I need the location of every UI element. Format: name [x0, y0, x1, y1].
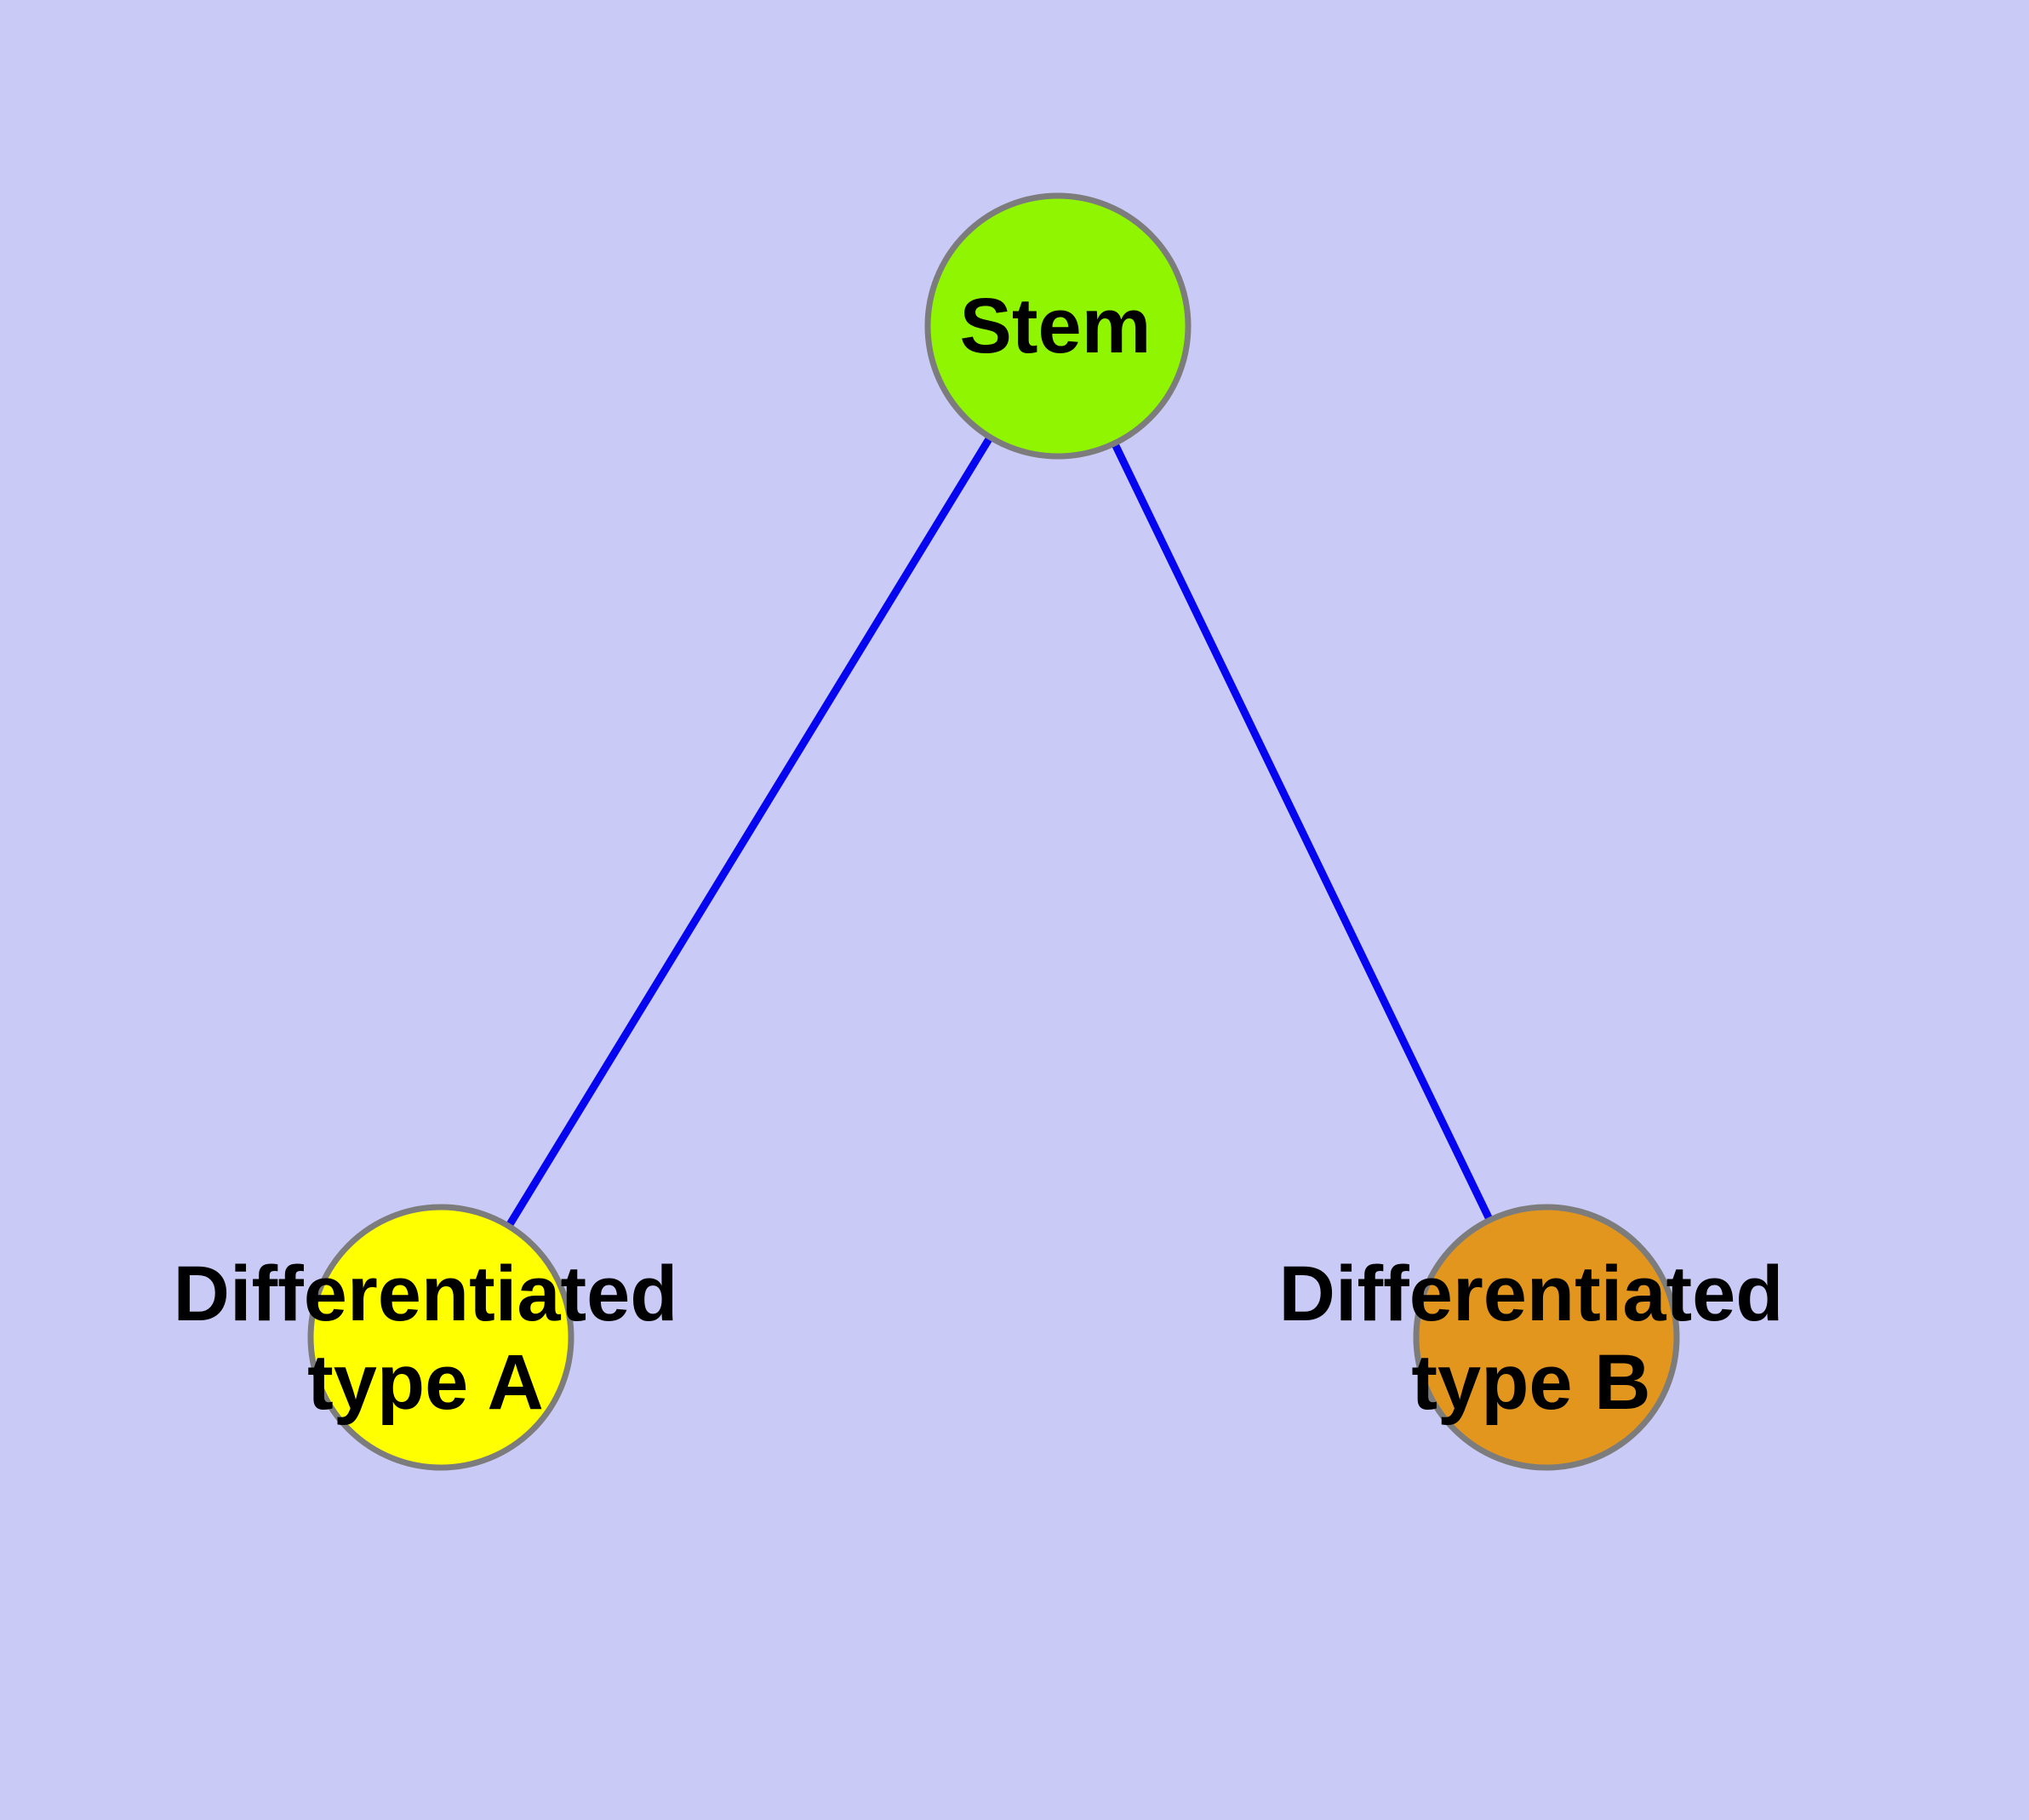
node-stem-label: Stem: [959, 283, 1152, 369]
node-differentiated-type-a-label-line1: Differentiated: [173, 1251, 678, 1337]
node-differentiated-type-a-label: Differentiated type A: [174, 1250, 678, 1427]
node-differentiated-type-b-label: Differentiated type B: [1279, 1250, 1784, 1427]
node-differentiated-type-b-circle: [1413, 1204, 1680, 1471]
node-differentiated-type-a-circle: [307, 1204, 574, 1471]
edge-stem-to-type-b: [1054, 324, 1551, 1339]
node-differentiated-type-b-label-line1: Differentiated: [1278, 1251, 1784, 1337]
node-stem-circle: [924, 192, 1192, 460]
edge-stem-to-type-a: [437, 323, 1061, 1340]
node-differentiated-type-a-label-line2: type A: [307, 1339, 544, 1426]
node-differentiated-type-b-label-line2: type B: [1411, 1339, 1651, 1426]
